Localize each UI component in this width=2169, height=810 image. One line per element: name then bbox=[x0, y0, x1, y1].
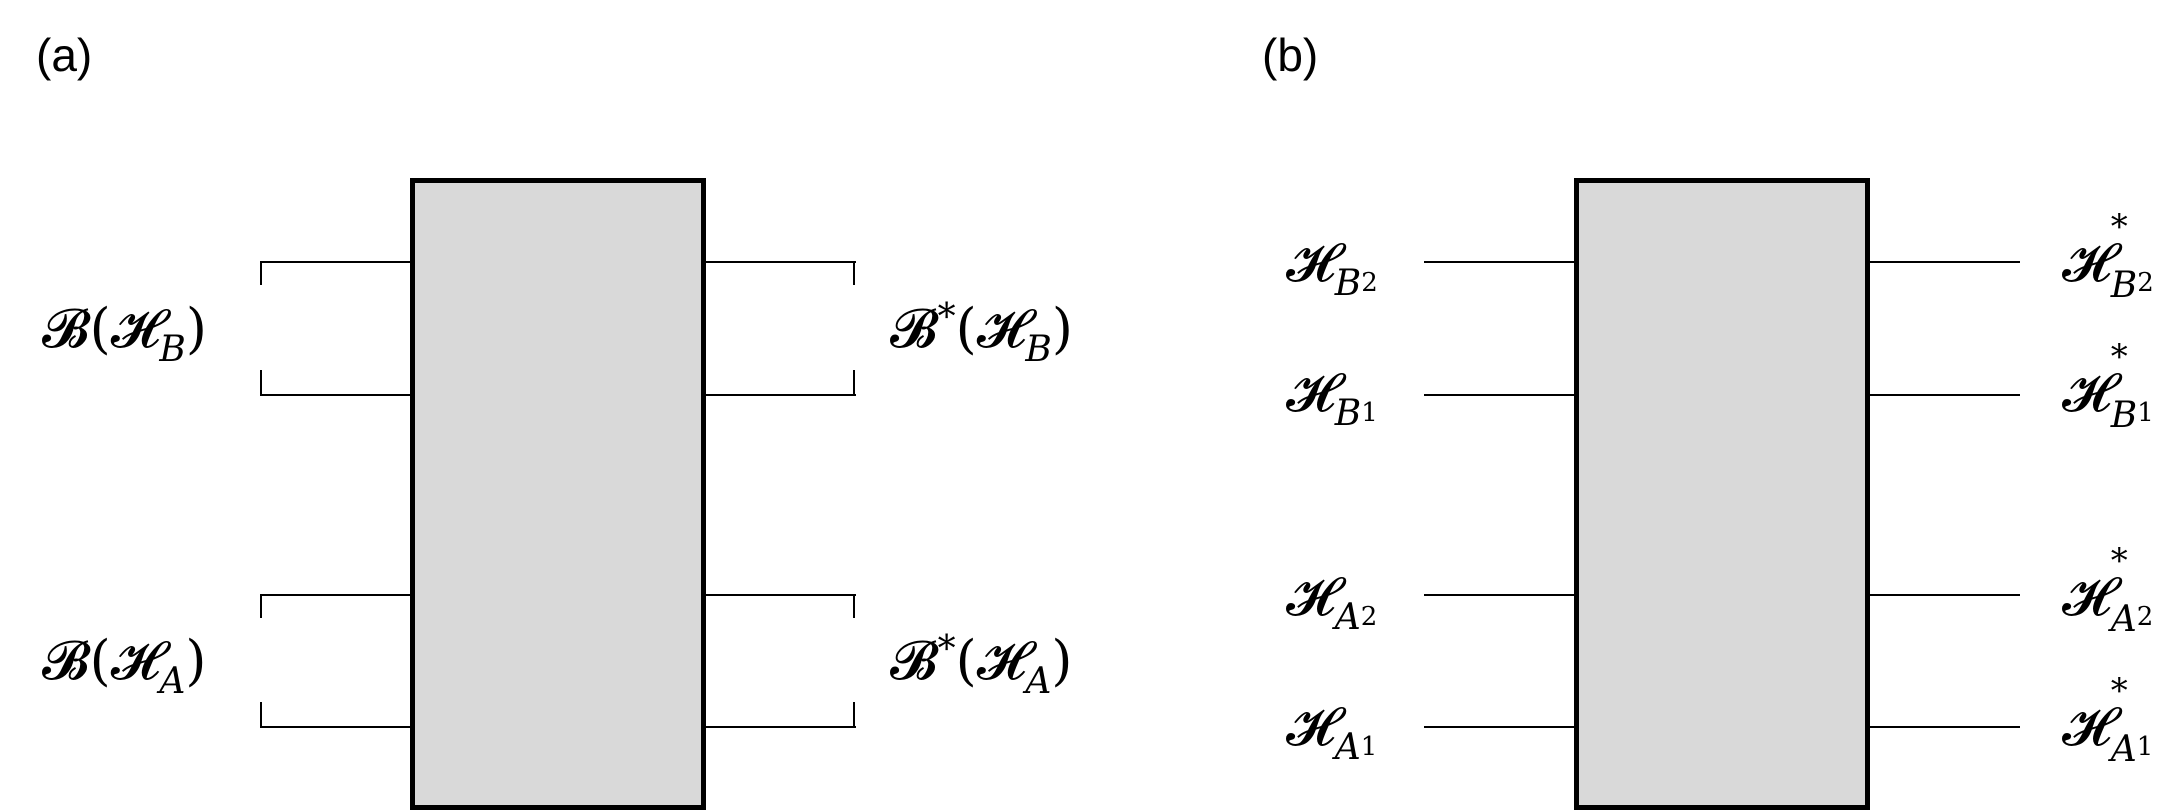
panel-a-bracket-right-bottom-a bbox=[853, 594, 855, 618]
label-h-b1: 𝓗B1 bbox=[1286, 361, 1378, 434]
panel-a-wire-left-bottom-lower bbox=[260, 726, 412, 728]
label-dual-bounded-ops-hb: 𝓑*(𝓗B) bbox=[890, 297, 1073, 370]
label-h-a2-dual: 𝓗*A2 bbox=[2062, 541, 2154, 640]
label-h-a1-dual: 𝓗*A1 bbox=[2062, 671, 2154, 770]
panel-b-wire-out-a1 bbox=[1868, 726, 2020, 728]
panel-a-wire-right-bottom-lower bbox=[704, 726, 856, 728]
panel-a-bracket-left-top-a bbox=[260, 261, 262, 285]
panel-a-bracket-left-bottom-a bbox=[260, 594, 262, 618]
panel-b-wire-in-a2 bbox=[1424, 594, 1576, 596]
label-h-a2: 𝓗A2 bbox=[1286, 565, 1378, 638]
panel-a-wire-left-bottom-upper bbox=[260, 594, 412, 596]
label-h-b1-dual: 𝓗*B1 bbox=[2062, 337, 2154, 436]
panel-a-bracket-left-top-b bbox=[260, 370, 262, 396]
label-bounded-ops-hb: 𝓑(𝓗B) bbox=[42, 297, 207, 370]
label-h-b2: 𝓗B2 bbox=[1286, 231, 1378, 304]
panel-a-bracket-left-bottom-b bbox=[260, 702, 262, 728]
panel-a-wire-right-top-lower bbox=[704, 394, 856, 396]
panel-b-wire-in-a1 bbox=[1424, 726, 1576, 728]
panel-b-wire-in-b1 bbox=[1424, 394, 1576, 396]
panel-b-label: (b) bbox=[1262, 29, 1319, 81]
label-h-b2-dual: 𝓗*B2 bbox=[2062, 207, 2154, 306]
panel-a-bracket-right-top-a bbox=[853, 261, 855, 285]
panel-b-wire-out-a2 bbox=[1868, 594, 2020, 596]
panel-b-wire-out-b1 bbox=[1868, 394, 2020, 396]
label-dual-bounded-ops-ha: 𝓑*(𝓗A) bbox=[890, 629, 1073, 702]
panel-a-wire-left-top-lower bbox=[260, 394, 412, 396]
label-bounded-ops-ha: 𝓑(𝓗A) bbox=[42, 629, 207, 702]
panel-a-wire-right-top-upper bbox=[704, 261, 856, 263]
panel-b-channel-box bbox=[1574, 178, 1870, 810]
panel-a-bracket-right-top-b bbox=[853, 370, 855, 396]
panel-a-wire-left-top-upper bbox=[260, 261, 412, 263]
panel-a-bracket-right-bottom-b bbox=[853, 702, 855, 728]
panel-a-channel-box bbox=[410, 178, 706, 810]
panel-a-label: (a) bbox=[36, 29, 93, 81]
panel-b-wire-in-b2 bbox=[1424, 261, 1576, 263]
label-h-a1: 𝓗A1 bbox=[1286, 695, 1378, 768]
panel-a-wire-right-bottom-upper bbox=[704, 594, 856, 596]
panel-b-wire-out-b2 bbox=[1868, 261, 2020, 263]
